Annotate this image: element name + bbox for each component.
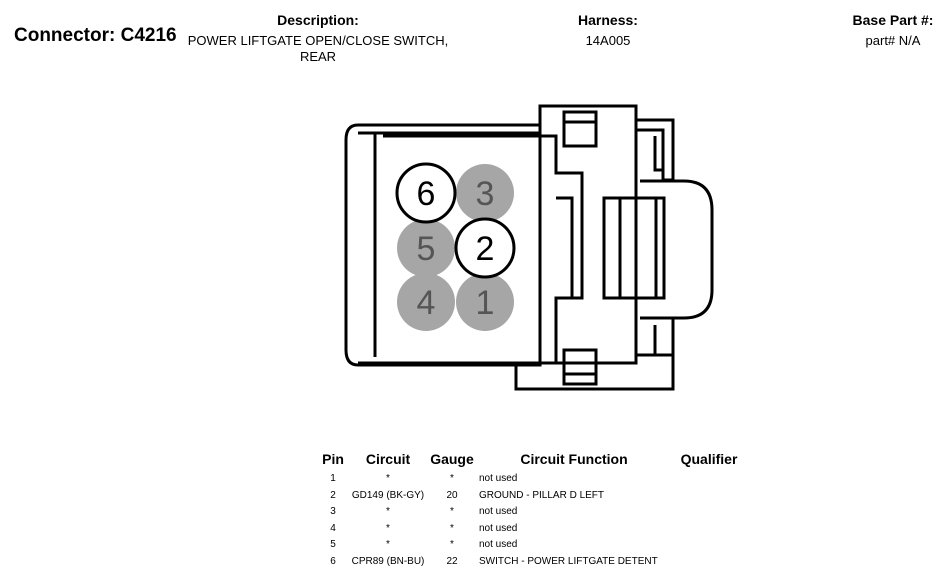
cell-qualifier <box>669 471 749 488</box>
cell-gauge: 20 <box>446 489 458 501</box>
pin-table-header: Pin Circuit Gauge Circuit Function Quali… <box>317 451 749 471</box>
table-row: 5 * * not used <box>317 537 749 554</box>
cell-qualifier <box>669 554 749 571</box>
cavity-label-1: 1 <box>476 284 495 322</box>
cavity-5 <box>397 219 455 277</box>
cavity-2 <box>454 217 516 279</box>
cavity-label-2: 2 <box>476 230 495 268</box>
connector-title: Connector: C4216 <box>14 25 177 46</box>
table-row: 2 GD149 (BK-GY) 20 GROUND - PILLAR D LEF… <box>317 488 749 505</box>
cell-circuit: * <box>386 522 390 534</box>
cell-qualifier <box>669 504 749 521</box>
cell-pin: 1 <box>330 473 336 484</box>
connector-bottom-key <box>562 348 598 386</box>
base-part-block: Base Part #: part# N/A <box>838 12 948 48</box>
base-part-label: Base Part #: <box>852 12 934 28</box>
cell-qualifier <box>669 537 749 554</box>
cell-circuit: GD149 (BK-GY) <box>351 489 425 501</box>
connector-top-bracket-hook <box>653 136 663 172</box>
cavity-3 <box>456 164 514 222</box>
header-circuit-function: Circuit Function <box>520 451 628 467</box>
cell-gauge: 22 <box>446 555 458 567</box>
harness-value: 14A005 <box>585 33 631 48</box>
cell-circuit: * <box>386 539 390 551</box>
pin-table: Pin Circuit Gauge Circuit Function Quali… <box>317 451 749 571</box>
cell-pin: 3 <box>330 506 336 518</box>
base-part-value: part# N/A <box>865 33 921 48</box>
cell-qualifier <box>669 521 749 538</box>
header-circuit: Circuit <box>365 451 411 467</box>
cavity-label-4: 4 <box>417 284 436 322</box>
header-qualifier: Qualifier <box>680 451 738 467</box>
cell-gauge: * <box>450 506 454 518</box>
cell-function: GROUND - PILLAR D LEFT <box>479 489 605 501</box>
connector-latch-inner <box>602 196 666 300</box>
cavity-1 <box>456 273 514 331</box>
header-pin: Pin <box>322 451 344 467</box>
cell-pin: 6 <box>330 555 336 567</box>
cell-pin: 2 <box>330 489 336 501</box>
table-row: 1 * * not used <box>317 471 749 488</box>
cell-gauge: * <box>450 539 454 551</box>
cell-circuit: * <box>386 506 390 518</box>
pin-cavities: 3 5 4 1 6 2 <box>395 162 516 331</box>
cavity-label-5: 5 <box>417 230 436 268</box>
description-label: Description: <box>277 12 359 28</box>
cell-gauge: * <box>450 473 454 484</box>
description-line-2: REAR <box>299 49 337 64</box>
cell-circuit: * <box>386 473 390 484</box>
cavity-4 <box>397 273 455 331</box>
cavity-6 <box>395 162 457 224</box>
cell-function: not used <box>479 473 518 484</box>
cavity-label-3: 3 <box>476 175 495 213</box>
cell-function: SWITCH - POWER LIFTGATE DETENT <box>479 555 658 567</box>
cell-gauge: * <box>450 522 454 534</box>
connector-face-diagram: 3 5 4 1 6 2 <box>344 104 714 391</box>
connector-left-shell <box>344 123 542 367</box>
header-gauge: Gauge <box>430 451 474 467</box>
cell-pin: 4 <box>330 522 336 534</box>
description-block: Description: POWER LIFTGATE OPEN/CLOSE S… <box>176 12 460 65</box>
cell-function: not used <box>479 522 518 534</box>
harness-block: Harness: 14A005 <box>548 12 668 48</box>
connector-side-slot <box>556 196 574 300</box>
connector-cavity-block <box>383 134 584 365</box>
cell-function: not used <box>479 506 518 518</box>
connector-top-key <box>562 110 598 148</box>
table-row: 6 CPR89 (BN-BU) 22 SWITCH - POWER LIFTGA… <box>317 554 749 571</box>
description-line-1: POWER LIFTGATE OPEN/CLOSE SWITCH, <box>187 33 449 48</box>
cavity-label-6: 6 <box>417 175 436 213</box>
table-row: 4 * * not used <box>317 521 749 538</box>
cell-qualifier <box>669 488 749 505</box>
cell-circuit: CPR89 (BN-BU) <box>351 555 425 567</box>
cell-pin: 5 <box>330 539 336 551</box>
connector-bottom-bracket <box>653 316 675 357</box>
table-row: 3 * * not used <box>317 504 749 521</box>
cell-function: not used <box>479 539 518 551</box>
harness-label: Harness: <box>578 12 638 28</box>
connector-locking-latch <box>640 179 714 320</box>
